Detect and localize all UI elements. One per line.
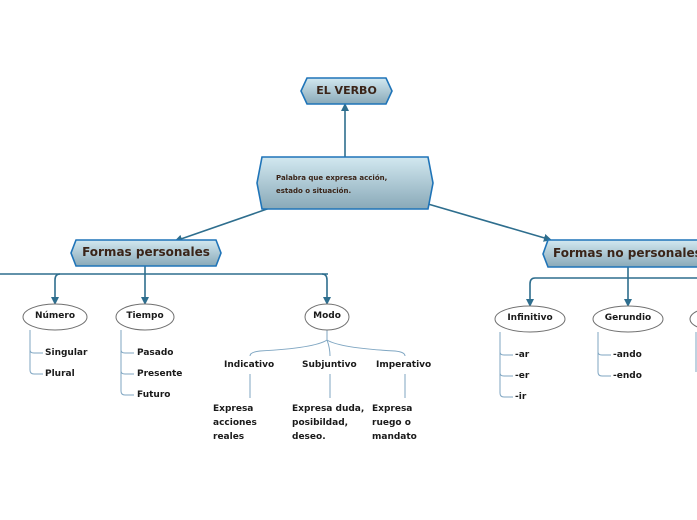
leaf-er[interactable]: -er [515, 371, 530, 381]
personales-connectors [0, 266, 331, 305]
connector-definition-to-no-personales [427, 203, 552, 242]
infinitivo-node-shape[interactable] [494, 305, 566, 333]
leaf-pasado[interactable]: Pasado [137, 348, 174, 358]
leaf-singular[interactable]: Singular [45, 348, 88, 358]
leaf-ir[interactable]: -ir [515, 392, 527, 402]
definition-node-shape[interactable] [256, 156, 434, 210]
root-node-shape[interactable] [300, 77, 393, 105]
no-personales-node-label[interactable]: Formas no personales [553, 246, 697, 260]
personales-node-label[interactable]: Formas personales [82, 245, 210, 259]
numero-node-shape[interactable] [22, 303, 88, 331]
mood-imperativo-desc: Expresa ruego o mandato [372, 404, 417, 442]
mood-subjuntivo[interactable]: Subjuntivo [302, 360, 357, 370]
definition-line-2: estado o situación. [276, 187, 352, 195]
gerundio-node-shape[interactable] [592, 305, 664, 333]
tiempo-node-label[interactable]: Tiempo [126, 311, 164, 321]
leaf-futuro[interactable]: Futuro [137, 390, 171, 400]
connector-definition-to-personales [174, 207, 271, 243]
no-personales-connectors [526, 266, 697, 307]
numero-node-label[interactable]: Número [34, 311, 76, 321]
personales-node-shape[interactable] [70, 239, 222, 267]
no-personales-node-shape[interactable] [542, 239, 697, 268]
leaf-plural[interactable]: Plural [45, 369, 75, 379]
mood-indicativo[interactable]: Indicativo [224, 360, 275, 370]
leaf-ar[interactable]: -ar [515, 350, 530, 360]
leaf-ando[interactable]: -ando [613, 350, 642, 360]
mood-subjuntivo-desc: Expresa duda, posibildad, deseo. [292, 404, 365, 442]
definition-line-1: Palabra que expresa acción, [276, 174, 388, 182]
modo-node-shape[interactable] [304, 303, 350, 331]
modo-node-label[interactable]: Modo [313, 311, 341, 321]
leaf-endo[interactable]: -endo [613, 371, 642, 381]
leaf-presente[interactable]: Presente [137, 369, 183, 379]
infinitivo-node-label[interactable]: Infinitivo [507, 313, 553, 323]
tiempo-node-shape[interactable] [115, 303, 175, 331]
mood-indicativo-desc: Expresa acciones reales [213, 404, 257, 442]
mood-imperativo[interactable]: Imperativo [376, 360, 432, 370]
root-node-label[interactable]: EL VERBO [316, 84, 377, 97]
gerundio-node-label[interactable]: Gerundio [604, 313, 652, 323]
partial-node-shape[interactable] [689, 306, 697, 332]
leaf-lines [29, 330, 697, 398]
